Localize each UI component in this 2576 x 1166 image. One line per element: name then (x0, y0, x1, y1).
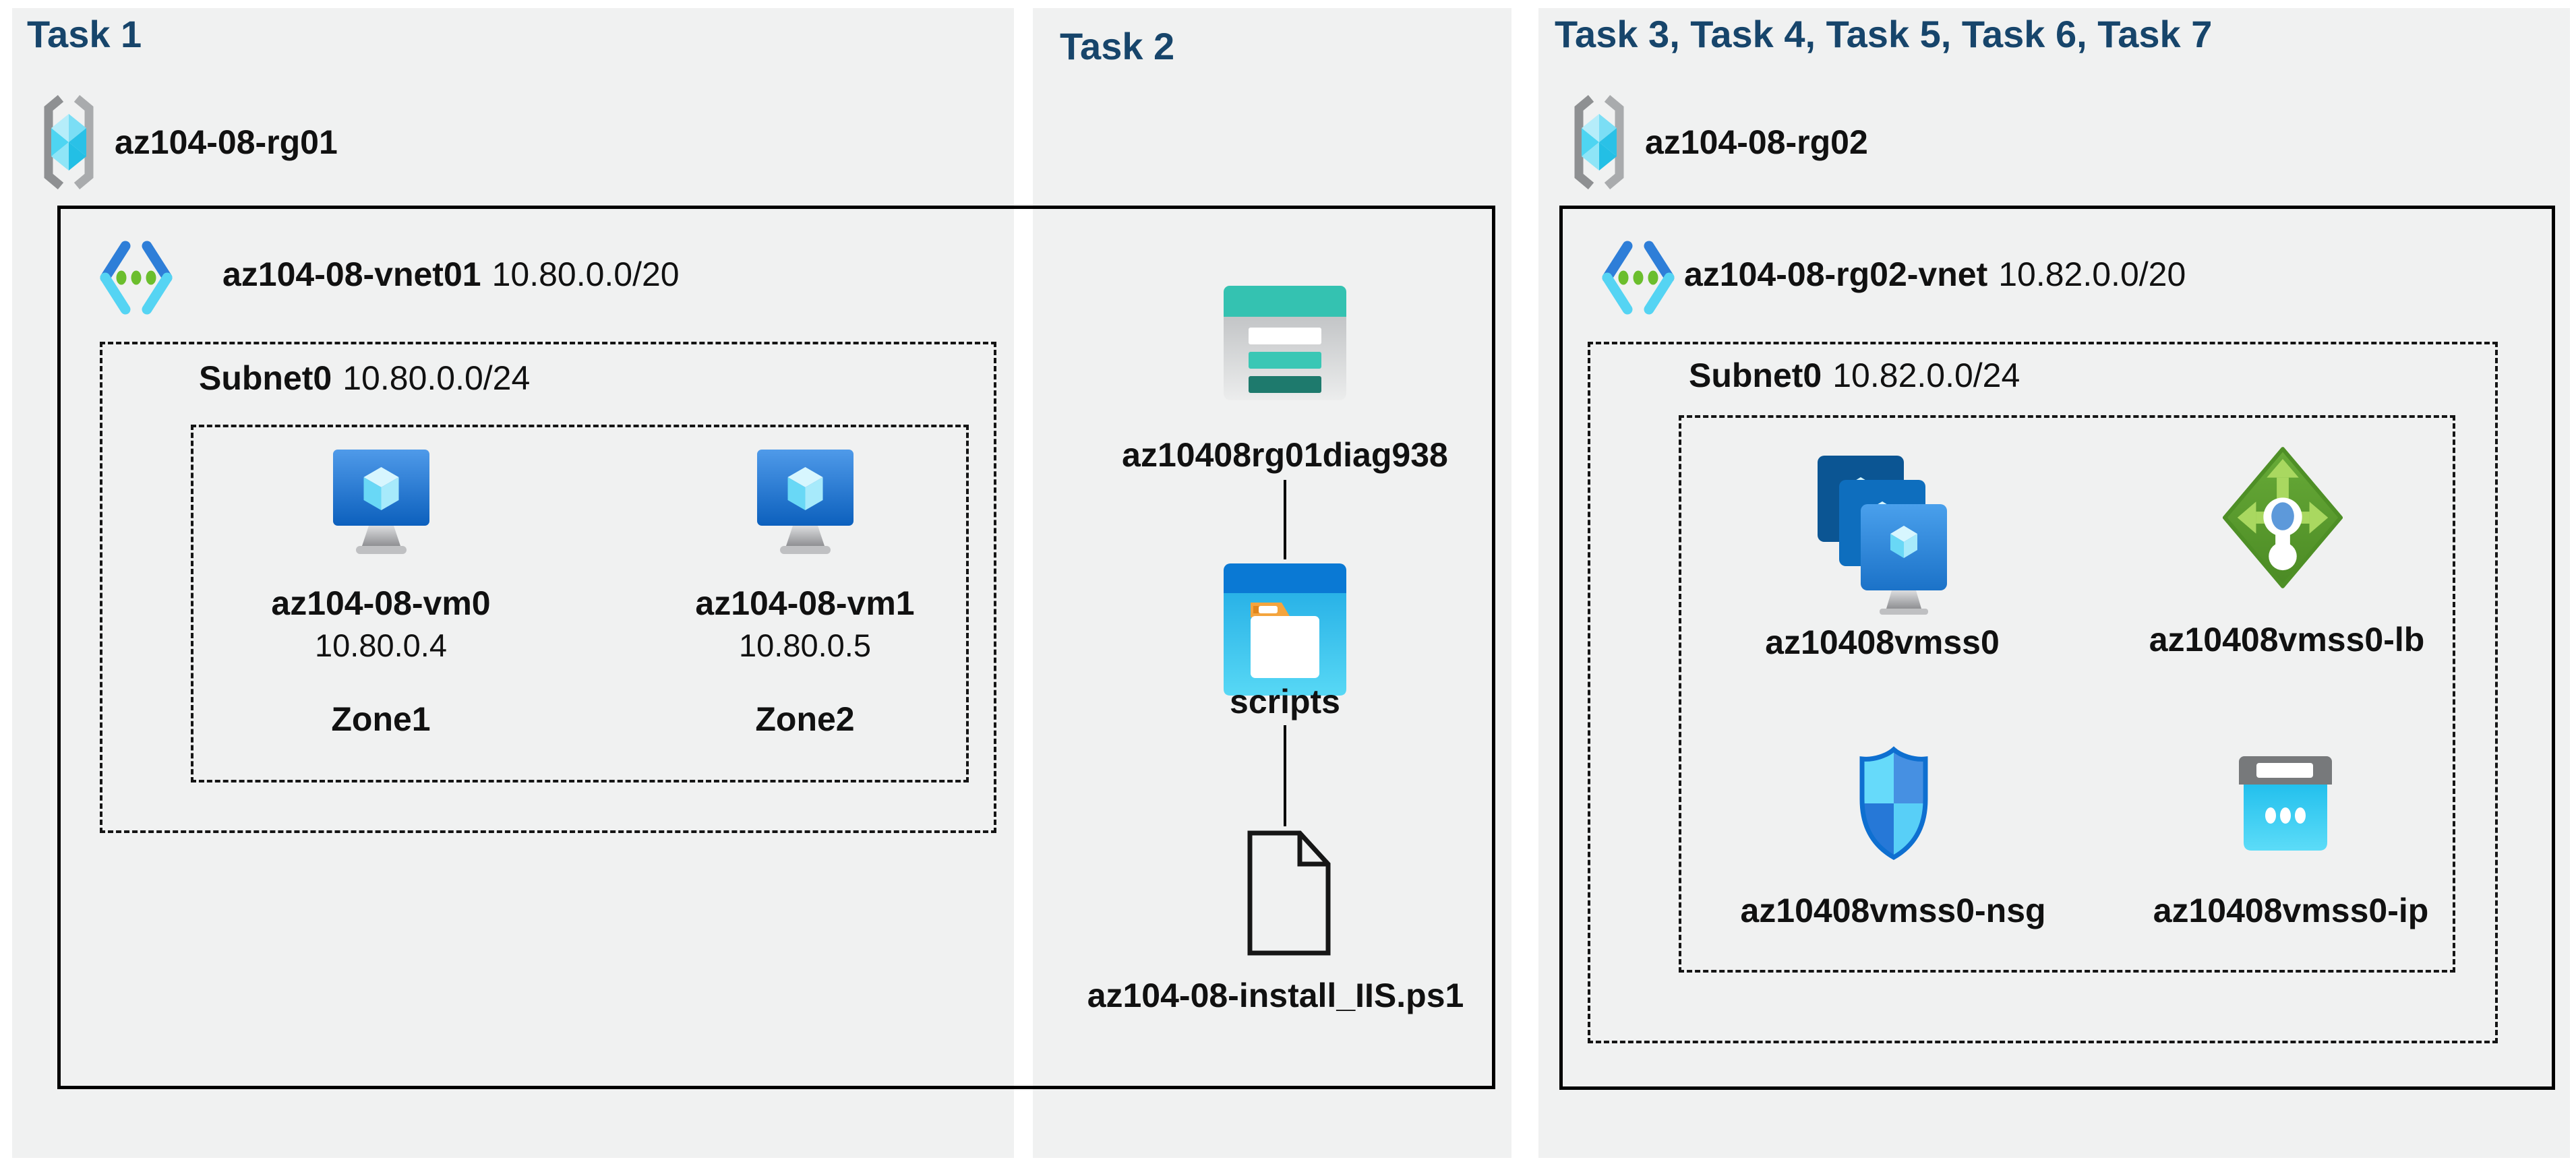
vm-name: az104-08-vm1 (695, 584, 915, 622)
vm-zone-label: Zone2 (755, 700, 855, 738)
resource-group-label: az104-08-rg02 (1645, 123, 1868, 161)
connector-line (1284, 480, 1286, 559)
vmss-icon (1818, 456, 1947, 615)
file-label: az104-08-install_IIS.ps1 (1087, 977, 1464, 1014)
vnet-icon (100, 241, 173, 315)
load-balancer-label: az10408vmss0-lb (2149, 621, 2425, 658)
folder-label: scripts (1230, 683, 1340, 720)
vmss-label: az10408vmss0 (1765, 623, 2000, 661)
vnet-box-task1 (57, 206, 1495, 1089)
vnet-name: az104-08-rg02-vnet (1684, 255, 1988, 293)
vnet-name: az104-08-vnet01 (222, 255, 481, 293)
vnet-icon (1602, 241, 1675, 315)
folder-icon (1224, 563, 1346, 696)
zone-box-task1 (191, 425, 969, 783)
vnet-box-task3 (1559, 206, 2555, 1090)
resource-group-icon (44, 95, 94, 189)
subnet-label-task3: Subnet0 10.82.0.0/24 (1689, 356, 2020, 395)
load-balancer-icon (2223, 447, 2343, 588)
vm-name: az104-08-vm0 (271, 584, 491, 622)
header-task2: Task 2 (1060, 25, 1175, 67)
vnet-label: az104-08-rg02-vnet 10.82.0.0/20 (1684, 255, 2186, 294)
vnet-cidr: 10.82.0.0/20 (1998, 255, 2186, 293)
panel-task1 (12, 8, 1014, 1158)
subnet-name: Subnet0 (1689, 357, 1822, 394)
vm-ip: 10.80.0.4 (314, 627, 448, 663)
subnet-name: Subnet0 (199, 359, 332, 397)
public-ip-icon (2239, 756, 2332, 851)
connector-line (1284, 725, 1286, 826)
storage-account-icon (1224, 286, 1346, 400)
resource-group-icon (1574, 95, 1624, 189)
zone-box-task3 (1679, 415, 2455, 973)
header-task3: Task 3, Task 4, Task 5, Task 6, Task 7 (1555, 13, 2213, 55)
subnet-box-task1 (100, 342, 996, 833)
subnet-label-task1: Subnet0 10.80.0.0/24 (199, 359, 530, 398)
vm-icon (333, 450, 429, 554)
storage-account-label: az10408rg01diag938 (1122, 436, 1448, 474)
header-task1: Task 1 (27, 13, 142, 55)
vm-ip: 10.80.0.5 (738, 627, 872, 663)
nsg-label: az10408vmss0-nsg (1740, 892, 2046, 929)
public-ip-label: az10408vmss0-ip (2153, 892, 2429, 929)
subnet-cidr: 10.80.0.0/24 (342, 359, 531, 397)
vnet-label: az104-08-vnet01 10.80.0.0/20 (222, 255, 680, 294)
panel-task3 (1538, 8, 2570, 1158)
nsg-icon (1859, 746, 1928, 861)
vm-zone-label: Zone1 (331, 700, 431, 738)
subnet-cidr: 10.82.0.0/24 (1832, 357, 2020, 394)
subnet-box-task3 (1588, 342, 2498, 1043)
vm-icon (757, 450, 853, 554)
file-icon (1247, 830, 1331, 956)
vnet-cidr: 10.80.0.0/20 (491, 255, 680, 293)
resource-group-label: az104-08-rg01 (115, 123, 338, 161)
